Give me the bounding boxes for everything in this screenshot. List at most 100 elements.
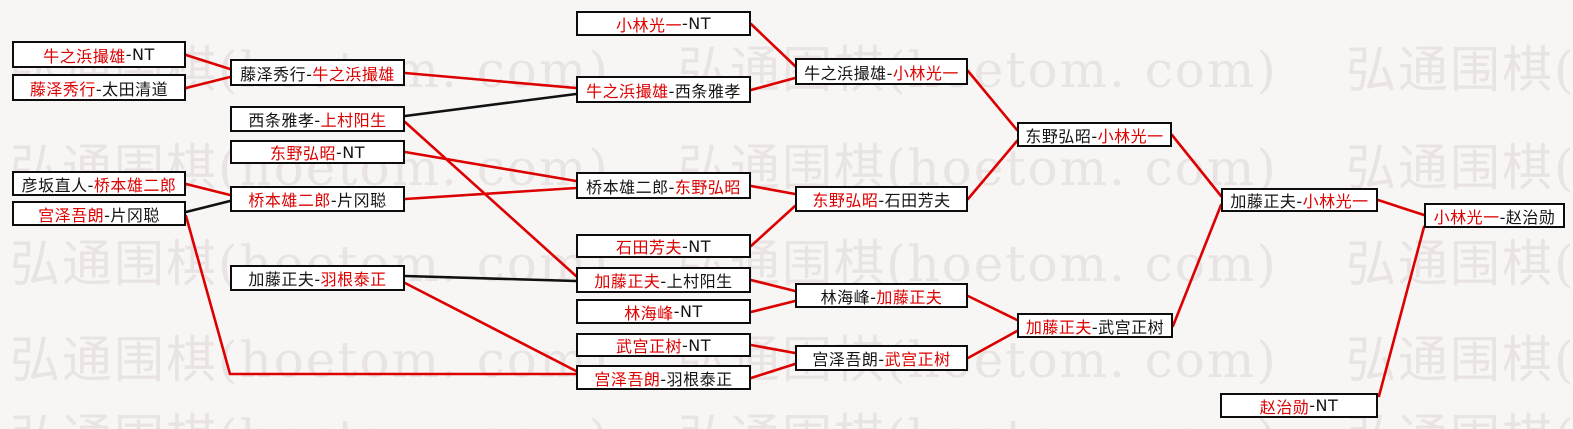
player-name: 加藤正夫- (1230, 192, 1303, 211)
player-name: -片冈聪 (330, 191, 387, 210)
winner-name: 赵治勋 (1259, 397, 1310, 417)
player-name: 彦坂直人- (21, 175, 94, 195)
player-name: 桥本雄二郎- (586, 177, 675, 197)
player-name: -NT (682, 14, 712, 33)
winner-name: 牛之浜撮雄 (43, 46, 126, 66)
player-name: 牛之浜撮雄- (804, 63, 893, 83)
winner-name: 牛之浜撮雄 (312, 64, 395, 84)
winner-name: 加藤正夫 (594, 272, 661, 291)
match-box-m13: 石田芳夫-NT (576, 234, 751, 258)
connection-m8-to-m12-red (403, 186, 578, 201)
player-name: 宫泽吾朗- (812, 350, 885, 369)
watermark-text: 弘通围棋(hoetom. com) (1346, 139, 1573, 197)
winner-name: 小林光一 (1302, 192, 1369, 211)
connection-m4-to-m17-red (184, 214, 578, 376)
winner-name: 小林光一 (1097, 126, 1164, 146)
connection-m11-to-m18-red (749, 76, 797, 92)
match-box-m12: 桥本雄二郎-东野弘昭 (576, 172, 751, 199)
connection-m14-to-m20-red (749, 278, 797, 293)
connection-m9-to-m14-black (403, 274, 578, 283)
match-box-m7: 东野弘昭-NT (230, 140, 405, 164)
player-name: 西条雅孝- (248, 111, 321, 130)
connection-m2-to-m5-red (184, 75, 232, 90)
match-box-m21: 宫泽吾朗-武宫正树 (795, 345, 968, 371)
connection-m15-to-m20-red (749, 299, 797, 314)
match-box-m10: 小林光一-NT (576, 11, 751, 36)
connection-m18-to-m22-red (966, 69, 1019, 132)
winner-name: 藤泽秀行 (29, 79, 96, 99)
player-name: -NT (682, 335, 712, 355)
winner-name: 小林光一 (615, 15, 682, 35)
connection-m12-to-m19-red (749, 184, 797, 196)
connection-m19-to-m22-red (966, 139, 1019, 201)
player-name: -西条雅孝 (668, 81, 741, 101)
winner-name: 宫泽吾朗 (38, 205, 105, 225)
player-name: 藤泽秀行- (240, 64, 313, 84)
connection-m3-to-m8-red (184, 182, 232, 197)
connection-m25-to-m26-red (1377, 225, 1426, 398)
match-box-m23: 加藤正夫-武宫正树 (1017, 313, 1173, 338)
match-box-m5: 藤泽秀行-牛之浜撮雄 (230, 59, 405, 86)
watermark-text: 弘通围棋(hoetom. com) (678, 235, 1278, 293)
winner-name: 林海峰 (624, 303, 674, 323)
player-name: -片冈聪 (104, 205, 160, 225)
connection-m16-to-m21-red (749, 343, 797, 355)
connection-m10-to-m18-red (749, 22, 797, 68)
winner-name: 桥本雄二郎 (93, 175, 177, 195)
player-name: -石田芳夫 (878, 191, 951, 210)
match-box-m9: 加藤正夫-羽根泰正 (230, 265, 405, 291)
connection-m24-to-m25-red (1376, 198, 1426, 217)
player-name: 加藤正夫- (248, 270, 321, 289)
winner-name: 桥本雄二郎 (248, 191, 331, 210)
connection-m1-to-m5-red (184, 53, 232, 71)
connection-m21-to-m23-red (966, 329, 1019, 360)
watermark-text: 弘通围棋(hoetom. com) (10, 398, 610, 429)
match-box-m4: 宫泽吾朗-片冈聪 (12, 201, 186, 226)
watermark-text: 弘通围棋(hoetom. com) (10, 331, 610, 389)
winner-name: 武宫正树 (615, 337, 682, 356)
match-box-m26: 赵治勋-NT (1220, 393, 1378, 418)
match-box-m17: 宫泽吾朗-羽根泰正 (576, 365, 751, 390)
winner-name: 小林光一 (892, 63, 959, 83)
match-box-m1: 牛之浜撮雄-NT (12, 41, 186, 68)
connection-m7-to-m12-red (403, 150, 578, 183)
winner-name: 东野弘昭 (674, 177, 741, 197)
player-name: -NT (682, 236, 712, 256)
winner-name: 牛之浜撮雄 (586, 81, 669, 101)
winner-name: 小林光一 (1433, 207, 1500, 227)
connection-m9-to-m17-red (403, 281, 578, 373)
winner-name: 宫泽吾朗 (594, 369, 661, 389)
winner-name: 石田芳夫 (615, 238, 682, 257)
player-name: 林海峰- (820, 287, 877, 307)
watermark-text: 弘通围棋(hoetom. com) (678, 331, 1278, 389)
connection-m5-to-m11-red (403, 71, 578, 90)
match-box-m8: 桥本雄二郎-片冈聪 (230, 186, 405, 212)
match-box-m24: 加藤正夫-小林光一 (1221, 188, 1378, 212)
player-name: -太田清道 (95, 79, 169, 99)
match-box-m18: 牛之浜撮雄-小林光一 (795, 58, 968, 85)
match-box-m25: 小林光一-赵治勋 (1424, 203, 1565, 228)
player-name: -武宫正树 (1091, 317, 1165, 337)
winner-name: 武宫正树 (884, 350, 951, 369)
winner-name: 东野弘昭 (812, 191, 879, 210)
connection-m13-to-m19-red (749, 204, 797, 248)
watermark-text: 弘通围棋(hoetom. com) (1346, 235, 1573, 293)
player-name: -NT (125, 45, 155, 64)
match-box-m14: 加藤正夫-上村阳生 (576, 267, 751, 293)
player-name: 东野弘昭- (1025, 126, 1098, 146)
match-box-m19: 东野弘昭-石田芳夫 (795, 186, 968, 212)
match-box-m22: 东野弘昭-小林光一 (1017, 122, 1172, 147)
player-name: -上村阳生 (660, 272, 733, 291)
watermark-text: 弘通围棋(hoetom. com) (1346, 398, 1573, 429)
player-name: -羽根泰正 (660, 369, 733, 389)
winner-name: 上村阳生 (320, 111, 387, 130)
match-box-m2: 藤泽秀行-太田清道 (12, 74, 186, 101)
player-name: -NT (336, 142, 366, 162)
winner-name: 加藤正夫 (1025, 317, 1092, 337)
winner-name: 羽根泰正 (320, 270, 387, 289)
match-box-m16: 武宫正树-NT (576, 333, 751, 357)
connection-m4-to-m8-black (184, 199, 232, 214)
match-box-m6: 西条雅孝-上村阳生 (230, 106, 405, 132)
